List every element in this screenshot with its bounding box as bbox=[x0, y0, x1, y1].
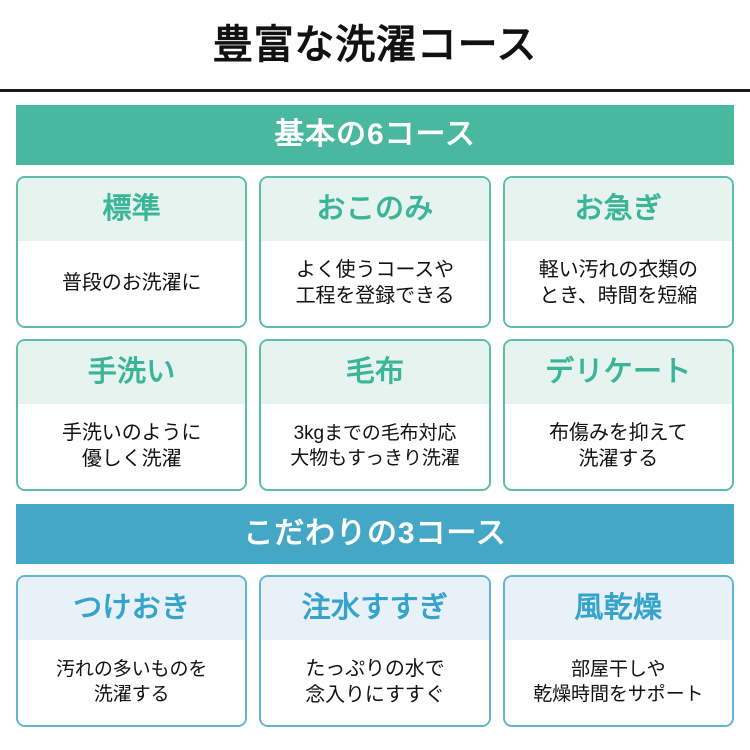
course-card-tsukeoki-title: つけおき bbox=[73, 592, 191, 624]
course-card-fu-kanso[interactable]: 風乾燥 部屋干しや 乾燥時間をサポート bbox=[502, 575, 734, 727]
course-card-hyojun-desc: 普段のお洗濯に bbox=[62, 271, 202, 294]
course-card-mofu-header: 毛布 bbox=[261, 341, 489, 404]
course-card-chusui-susugi-header: 注水すすぎ bbox=[261, 577, 489, 640]
course-card-tsukeoki-desc: 汚れの多いものを 洗濯する bbox=[56, 659, 208, 705]
course-card-tearai-desc: 手洗いのように 優しく洗濯 bbox=[62, 421, 202, 470]
course-card-oisogi[interactable]: お急ぎ 軽い汚れの衣類の とき、時間を短縮 bbox=[502, 176, 734, 328]
course-card-chusui-susugi[interactable]: 注水すすぎ たっぷりの水で 念入りにすすぐ bbox=[259, 575, 491, 727]
page-title: 豊富な洗濯コース bbox=[212, 22, 538, 67]
course-card-tsukeoki[interactable]: つけおき 汚れの多いものを 洗濯する bbox=[16, 575, 248, 727]
course-card-oisogi-body: 軽い汚れの衣類の とき、時間を短縮 bbox=[504, 241, 732, 326]
course-row-special-1: つけおき 汚れの多いものを 洗濯する 注水すすぎ たっぷりの水で 念入りにすすぐ… bbox=[0, 575, 750, 727]
course-card-delicate[interactable]: デリケート 布傷みを抑えて 洗濯する bbox=[502, 339, 734, 491]
course-card-chusui-susugi-body: たっぷりの水で 念入りにすすぐ bbox=[261, 640, 489, 725]
course-card-hyojun-header: 標準 bbox=[18, 178, 246, 241]
course-card-mofu[interactable]: 毛布 3kgまでの毛布対応 大物もすっきり洗濯 bbox=[259, 339, 491, 491]
course-card-tsukeoki-header: つけおき bbox=[18, 577, 246, 640]
course-card-fu-kanso-desc: 部屋干しや 乾燥時間をサポート bbox=[533, 659, 704, 705]
course-card-delicate-body: 布傷みを抑えて 洗濯する bbox=[504, 404, 732, 489]
course-card-fu-kanso-title: 風乾燥 bbox=[574, 592, 663, 624]
course-card-mofu-desc: 3kgまでの毛布対応 大物もすっきり洗濯 bbox=[290, 423, 460, 469]
section-header-basic: 基本の6コース bbox=[16, 105, 734, 165]
course-card-okonomi-title: おこのみ bbox=[316, 193, 434, 225]
course-card-tearai-body: 手洗いのように 優しく洗濯 bbox=[18, 404, 246, 489]
course-card-chusui-susugi-desc: たっぷりの水で 念入りにすすぐ bbox=[305, 657, 445, 706]
course-card-fu-kanso-body: 部屋干しや 乾燥時間をサポート bbox=[504, 640, 732, 725]
section-basic-courses: 基本の6コース bbox=[0, 105, 750, 165]
page-header: 豊富な洗濯コース bbox=[0, 0, 750, 89]
course-card-delicate-desc: 布傷みを抑えて 洗濯する bbox=[549, 421, 688, 470]
course-card-tearai-header: 手洗い bbox=[18, 341, 246, 404]
course-row-basic-2: 手洗い 手洗いのように 優しく洗濯 毛布 3kgまでの毛布対応 大物もすっきり洗… bbox=[0, 339, 750, 491]
course-card-okonomi[interactable]: おこのみ よく使うコースや 工程を登録できる bbox=[259, 176, 491, 328]
course-card-oisogi-header: お急ぎ bbox=[504, 178, 732, 241]
course-card-fu-kanso-header: 風乾燥 bbox=[504, 577, 732, 640]
course-card-delicate-header: デリケート bbox=[504, 341, 732, 404]
course-card-delicate-title: デリケート bbox=[545, 356, 692, 388]
section-header-basic-label: 基本の6コース bbox=[274, 118, 476, 151]
course-card-okonomi-body: よく使うコースや 工程を登録できる bbox=[261, 241, 489, 326]
course-card-oisogi-title: お急ぎ bbox=[574, 193, 663, 225]
course-card-okonomi-header: おこのみ bbox=[261, 178, 489, 241]
header-divider bbox=[0, 89, 750, 92]
course-card-mofu-body: 3kgまでの毛布対応 大物もすっきり洗濯 bbox=[261, 404, 489, 489]
section-header-special-label: こだわりの3コース bbox=[243, 517, 507, 550]
course-card-hyojun-body: 普段のお洗濯に bbox=[18, 241, 246, 326]
course-card-hyojun[interactable]: 標準 普段のお洗濯に bbox=[16, 176, 248, 328]
course-card-tearai[interactable]: 手洗い 手洗いのように 優しく洗濯 bbox=[16, 339, 248, 491]
course-card-oisogi-desc: 軽い汚れの衣類の とき、時間を短縮 bbox=[538, 258, 698, 307]
course-card-tsukeoki-body: 汚れの多いものを 洗濯する bbox=[18, 640, 246, 725]
section-special-courses: こだわりの3コース bbox=[0, 504, 750, 564]
course-card-hyojun-title: 標準 bbox=[102, 193, 161, 225]
section-header-special: こだわりの3コース bbox=[16, 504, 734, 564]
course-card-mofu-title: 毛布 bbox=[345, 356, 405, 388]
course-card-tearai-title: 手洗い bbox=[87, 356, 176, 388]
course-card-okonomi-desc: よく使うコースや 工程を登録できる bbox=[295, 258, 455, 307]
course-row-basic-1: 標準 普段のお洗濯に おこのみ よく使うコースや 工程を登録できる お急ぎ 軽い… bbox=[0, 176, 750, 328]
course-card-chusui-susugi-title: 注水すすぎ bbox=[301, 592, 449, 624]
